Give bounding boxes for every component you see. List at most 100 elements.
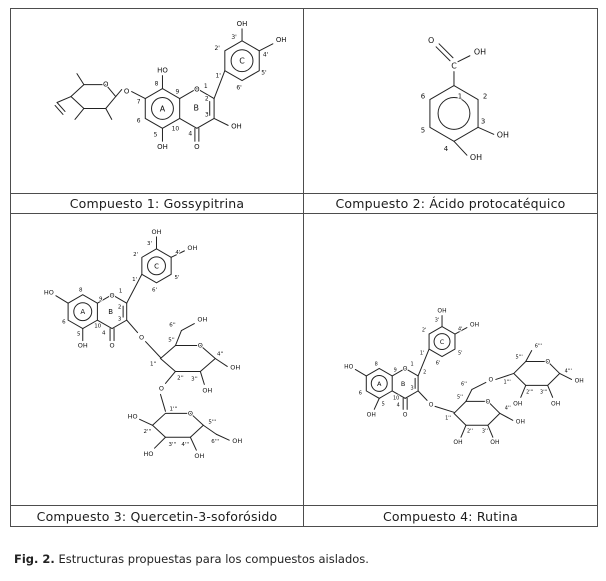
atom-label: 1' (215, 73, 221, 80)
atom-label: 5''' (515, 355, 522, 361)
bonds (55, 236, 230, 451)
ring-a-label: A (160, 104, 166, 113)
caption-compound-2: Compuesto 2: Ácido protocatéquico (304, 194, 597, 214)
bonds (354, 315, 573, 438)
atom-label: 6' (436, 360, 441, 366)
atom-labels: O C OH 1 2 6 5 3 OH 4 OH (420, 35, 510, 163)
atom-label: 4' (263, 52, 269, 59)
atom-label: O (188, 409, 193, 417)
atom-label: 9 (175, 89, 179, 96)
atom-label: O (486, 398, 491, 405)
atom-label: 1 (204, 83, 208, 90)
atom-label: OH (516, 418, 525, 425)
atom-label: 5' (458, 351, 463, 357)
atom-label: O (428, 36, 434, 45)
atom-label: OH (78, 342, 88, 350)
atom-label: 2' (422, 328, 427, 334)
ring-b-label: B (108, 308, 113, 316)
atom-label: 6'' (169, 323, 176, 329)
atom-label: 3''' (168, 442, 176, 448)
atom-label: 4'' (217, 352, 224, 358)
atom-label: OH (367, 411, 376, 418)
atom-label: 8 (155, 81, 159, 88)
atom-label: OH (197, 316, 207, 324)
atom-label: 1 (411, 361, 414, 367)
atom-label: OH (513, 400, 522, 407)
atom-label: 2'' (177, 375, 184, 381)
atom-label: O (198, 342, 203, 350)
atom-label: 8 (375, 361, 378, 367)
atom-labels: A B C O 1 2 3 4 OH O HO 8 9 7 6 5 OH (102, 19, 288, 152)
atom-label: 6' (236, 85, 242, 92)
atom-label: OH (187, 244, 197, 252)
atom-label: OH (551, 400, 560, 407)
atom-label: O (194, 86, 200, 94)
atom-label: OH (237, 20, 248, 28)
atom-label: 6'' (461, 381, 467, 387)
atom-label: O (124, 88, 130, 96)
atom-label: 1''' (169, 406, 177, 412)
atom-label: OH (231, 122, 242, 130)
atom-label: 3' (435, 318, 440, 324)
atom-label: 3'' (482, 428, 488, 434)
figure-caption-text: Estructuras propuestas para los compuest… (58, 552, 369, 566)
atom-label: 4 (397, 402, 400, 408)
bonds (429, 43, 495, 156)
structure-cell-rutina: HO 8 9 O 1 2 3 4 10 5 6 OH O A B C 1' (304, 214, 597, 506)
structure-cell-protocatequico: O C OH 1 2 6 5 3 OH 4 OH (304, 9, 597, 194)
atom-label: 2''' (144, 429, 152, 435)
atom-label: 4'' (505, 405, 511, 411)
atom-label: 3' (147, 241, 152, 247)
caption-text: Compuesto 4: Rutina (382, 508, 519, 524)
structure-cell-gossypitrina: A B C O 1 2 3 4 OH O HO 8 9 7 6 5 OH (11, 9, 304, 194)
atom-label: 1'' (150, 361, 157, 367)
atom-label: 6' (152, 288, 157, 294)
atom-label: 1 (458, 93, 462, 101)
atom-label: 4 (188, 130, 192, 137)
atom-label: O (403, 411, 408, 418)
atom-label: 2' (214, 45, 220, 52)
atom-label: 6''' (211, 439, 219, 445)
atom-label: OH (437, 308, 446, 315)
atom-label: 10 (393, 395, 399, 401)
atom-label: 9 (99, 297, 103, 303)
atom-label: 6''' (535, 344, 542, 350)
atom-label: 1' (132, 277, 137, 283)
quercetin-soforosido-structure-drawing: HO 8 9 O 1 2 3 4 10 5 6 OH O A B C 1' (43, 227, 243, 461)
ring-a-label: A (80, 308, 85, 316)
atom-label: O (403, 365, 408, 372)
atom-label: 6 (421, 93, 425, 101)
gossypitrina-structure-drawing: A B C O 1 2 3 4 OH O HO 8 9 7 6 5 OH (54, 19, 288, 152)
caption-text: Compuesto 3: Quercetin-3-soforósido (36, 508, 278, 524)
atom-label: O (103, 81, 109, 89)
atom-label: 1'' (445, 415, 451, 421)
atom-label: 6 (359, 390, 362, 396)
atom-label: 2''' (526, 389, 533, 395)
atom-label: O (139, 334, 144, 342)
atom-label: OH (474, 48, 486, 57)
atom-label: 9 (394, 367, 397, 373)
atom-label: HO (344, 363, 353, 370)
atom-label: HO (44, 289, 54, 297)
atom-label: 3 (481, 117, 485, 125)
atom-label: OH (194, 452, 204, 460)
atom-label: 2 (423, 369, 426, 375)
atom-label: 5''' (208, 419, 216, 425)
atom-label: OH (152, 228, 162, 236)
atom-label: 5 (382, 401, 385, 407)
atom-label: C (451, 62, 457, 71)
atom-label: 5 (421, 126, 425, 134)
atom-label: O (545, 358, 550, 365)
figure-caption-label: Fig. 2. (14, 552, 55, 566)
atom-label: 1 (119, 289, 122, 295)
atom-label: OH (230, 363, 240, 371)
atom-label: 5'' (457, 394, 463, 400)
atom-label: 4 (102, 331, 106, 337)
atom-label: O (110, 342, 115, 350)
ring-c-label: C (440, 338, 445, 346)
atom-label: 5 (154, 131, 158, 138)
atom-label: 4''' (181, 442, 189, 448)
atom-label: 2' (133, 252, 138, 258)
atom-label: 3 (118, 317, 122, 323)
